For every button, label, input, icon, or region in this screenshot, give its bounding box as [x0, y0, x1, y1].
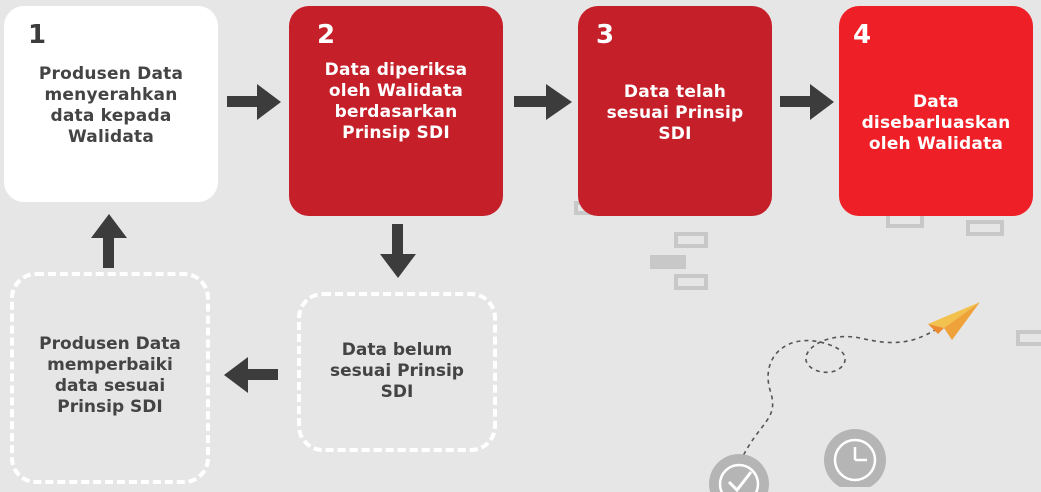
clock-icon: [824, 429, 886, 487]
step-number: 4: [853, 20, 872, 50]
step-text: Data telah sesuai Prinsip SDI: [606, 82, 744, 144]
paper-plane-icon: [928, 302, 980, 340]
fix-data-box: Produsen Data memperbaiki data sesuai Pr…: [10, 272, 210, 484]
arrow-up-icon: [91, 214, 127, 268]
step-number: 2: [317, 20, 336, 50]
arrow-left-icon: [224, 357, 278, 393]
step-number: 1: [28, 20, 47, 50]
step-text: Data diperiksa oleh Walidata berdasarkan…: [324, 60, 468, 143]
arrow-right-icon: [227, 84, 281, 120]
step-2-card: 2 Data diperiksa oleh Walidata berdasark…: [289, 6, 503, 216]
step-number: 3: [596, 20, 615, 50]
fix-data-text: Produsen Data memperbaiki data sesuai Pr…: [39, 334, 181, 417]
step-text: Produsen Data menyerahkan data kepada Wa…: [38, 64, 184, 147]
arrow-right-icon: [514, 84, 572, 120]
step-1-card: 1 Produsen Data menyerahkan data kepada …: [4, 6, 218, 202]
arrow-down-icon: [380, 224, 416, 278]
step-4-card: 4 Data disebarluaskan oleh Walidata: [839, 6, 1033, 216]
check-circle-icon: [709, 454, 769, 492]
step-3-card: 3 Data telah sesuai Prinsip SDI: [578, 6, 772, 216]
not-compliant-text: Data belum sesuai Prinsip SDI: [330, 340, 464, 402]
arrow-right-icon: [780, 84, 834, 120]
not-compliant-box: Data belum sesuai Prinsip SDI: [297, 292, 497, 452]
step-text: Data disebarluaskan oleh Walidata: [861, 92, 1011, 154]
